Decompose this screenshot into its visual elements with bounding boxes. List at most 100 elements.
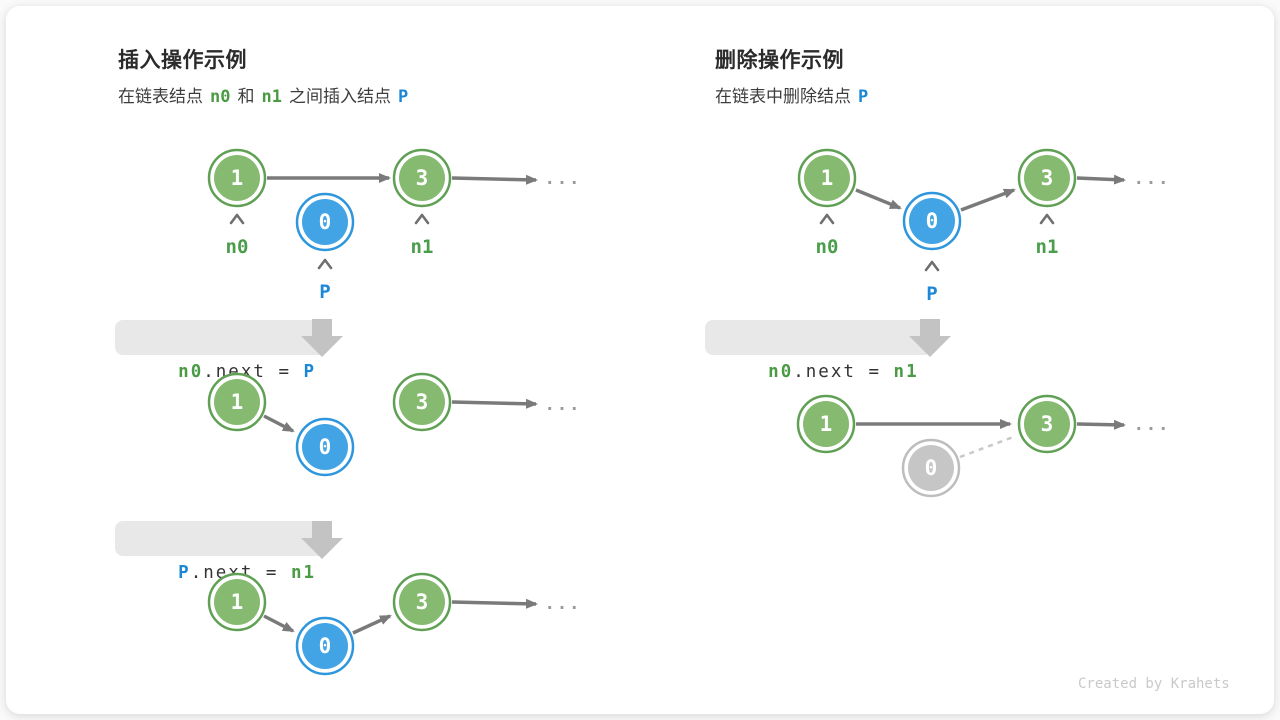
node-0-removed: 0 (901, 438, 961, 498)
arrow-3-to-rest (451, 174, 538, 185)
node-value: 3 (1041, 166, 1054, 190)
pointer-label-n1: n1 (411, 236, 434, 258)
caret-up-icon (229, 213, 245, 225)
node-0-new: 0 (295, 192, 355, 252)
arrow-3-to-rest (1076, 419, 1126, 430)
code-token-next: .next = (793, 362, 894, 382)
node-circle-fill (399, 379, 445, 425)
node-3: 3 (392, 572, 452, 632)
node-0-new: 0 (295, 417, 355, 477)
credit-text: Created by Krahets (1078, 676, 1230, 692)
subtitle-text: 在链表结点 (118, 87, 203, 106)
dashed-old-link (959, 434, 1017, 459)
pointer-label-p: P (926, 283, 937, 305)
node-value: 0 (319, 210, 332, 234)
node-circle-fill (302, 424, 348, 470)
ref-p: P (397, 87, 409, 107)
arrow-0-to-3 (352, 614, 392, 635)
arrow-1-to-0 (263, 614, 295, 633)
node-value: 1 (820, 412, 833, 436)
insert-panel-title: 插入操作示例 (118, 49, 247, 72)
node-value: 0 (319, 435, 332, 459)
node-value: 1 (231, 590, 244, 614)
caret-up-icon (924, 260, 940, 272)
subtitle-text: 在链表中删除结点 (715, 87, 851, 106)
caret-up-icon (1039, 213, 1055, 225)
node-0-target: 0 (902, 191, 962, 251)
node-circle-fill (399, 155, 445, 201)
node-1: 1 (796, 394, 856, 454)
code-token-n0: n0 (768, 362, 794, 382)
node-value: 1 (231, 166, 244, 190)
code-token-p: P (303, 362, 317, 382)
pointer-label-n1: n1 (1036, 236, 1059, 258)
pointer-label-n0: n0 (226, 236, 249, 258)
node-3: 3 (1017, 394, 1077, 454)
step-down-arrow-icon (301, 319, 343, 357)
node-3: 3 (392, 148, 452, 208)
code-box-n0-next-n1: n0.next = n1 (705, 320, 932, 382)
arrow-3-to-rest (451, 598, 538, 609)
caret-up-icon (317, 258, 333, 270)
node-1: 1 (207, 372, 267, 432)
caret-up-icon (414, 213, 430, 225)
ref-p: P (858, 87, 869, 107)
node-value: 3 (1041, 412, 1054, 436)
node-3: 3 (392, 372, 452, 432)
pointer-label-n0: n0 (816, 236, 839, 258)
node-0-new: 0 (295, 616, 355, 676)
node-circle-fill (909, 198, 955, 244)
node-circle-fill (214, 155, 260, 201)
node-value: 0 (319, 634, 332, 658)
node-value: 3 (416, 590, 429, 614)
caret-up-icon (819, 213, 835, 225)
insert-step1: ... 1 3 0 n0 n1 P (207, 148, 582, 303)
node-value: 0 (925, 456, 938, 480)
node-circle-fill (1024, 155, 1070, 201)
ellipsis: ... (545, 169, 582, 189)
insert-step3: ... 1 0 3 (207, 572, 582, 676)
node-3: 3 (1017, 148, 1077, 208)
ellipsis: ... (545, 594, 582, 614)
node-value: 1 (821, 166, 834, 190)
insert-step2: ... 1 0 3 (207, 372, 582, 477)
pointer-label-p: P (319, 281, 330, 303)
node-circle-fill (908, 445, 954, 491)
node-value: 0 (926, 209, 939, 233)
ellipsis: ... (1134, 169, 1171, 189)
insert-panel-subtitle: 在链表结点 n0 和 n1 之间插入结点 P (118, 82, 415, 107)
ref-n1: n1 (261, 87, 282, 107)
ellipsis: ... (545, 395, 582, 415)
node-circle-fill (214, 579, 260, 625)
node-1: 1 (207, 572, 267, 632)
node-value: 3 (416, 390, 429, 414)
node-value: 3 (416, 166, 429, 190)
step-down-arrow-icon (301, 521, 343, 559)
code-token-n0: n0 (178, 362, 204, 382)
subtitle-text: 和 (237, 87, 255, 106)
arrow-0-to-3 (960, 188, 1016, 212)
node-circle-fill (1024, 401, 1070, 447)
node-1: 1 (207, 148, 267, 208)
code-token-p: P (178, 563, 191, 583)
delete-step2: ... 1 0 3 (796, 394, 1171, 498)
ref-n0: n0 (210, 87, 231, 107)
arrow-3-to-rest (451, 398, 538, 409)
delete-panel-subtitle: 在链表中删除结点 P (715, 82, 875, 107)
ellipsis: ... (1134, 415, 1171, 435)
delete-panel-title: 删除操作示例 (715, 49, 844, 72)
node-circle-fill (803, 401, 849, 447)
node-1: 1 (797, 148, 857, 208)
step-down-arrow-icon (909, 319, 951, 357)
node-circle-fill (399, 579, 445, 625)
node-circle-fill (302, 623, 348, 669)
arrow-3-to-rest (1076, 174, 1126, 185)
node-circle-fill (302, 199, 348, 245)
node-value: 1 (231, 390, 244, 414)
subtitle-text: 之间插入结点 (288, 87, 391, 106)
node-circle-fill (214, 379, 260, 425)
code-token-n1: n1 (291, 563, 317, 583)
arrow-1-to-0 (263, 414, 295, 433)
